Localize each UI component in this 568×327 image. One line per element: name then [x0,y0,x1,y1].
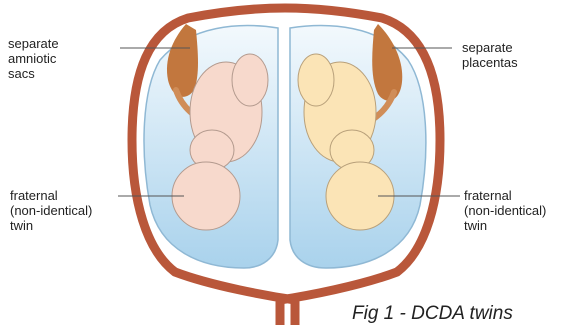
left-placenta [167,24,198,97]
twin-right-label: fraternal (non-identical) twin [464,188,546,233]
placentas-label: separate placentas [462,40,518,70]
twin-left-label: fraternal (non-identical) twin [10,188,92,233]
amniotic-sacs-label: separate amniotic sacs [8,36,59,81]
right-placenta [372,24,402,101]
figure-caption: Fig 1 - DCDA twins [352,303,513,325]
